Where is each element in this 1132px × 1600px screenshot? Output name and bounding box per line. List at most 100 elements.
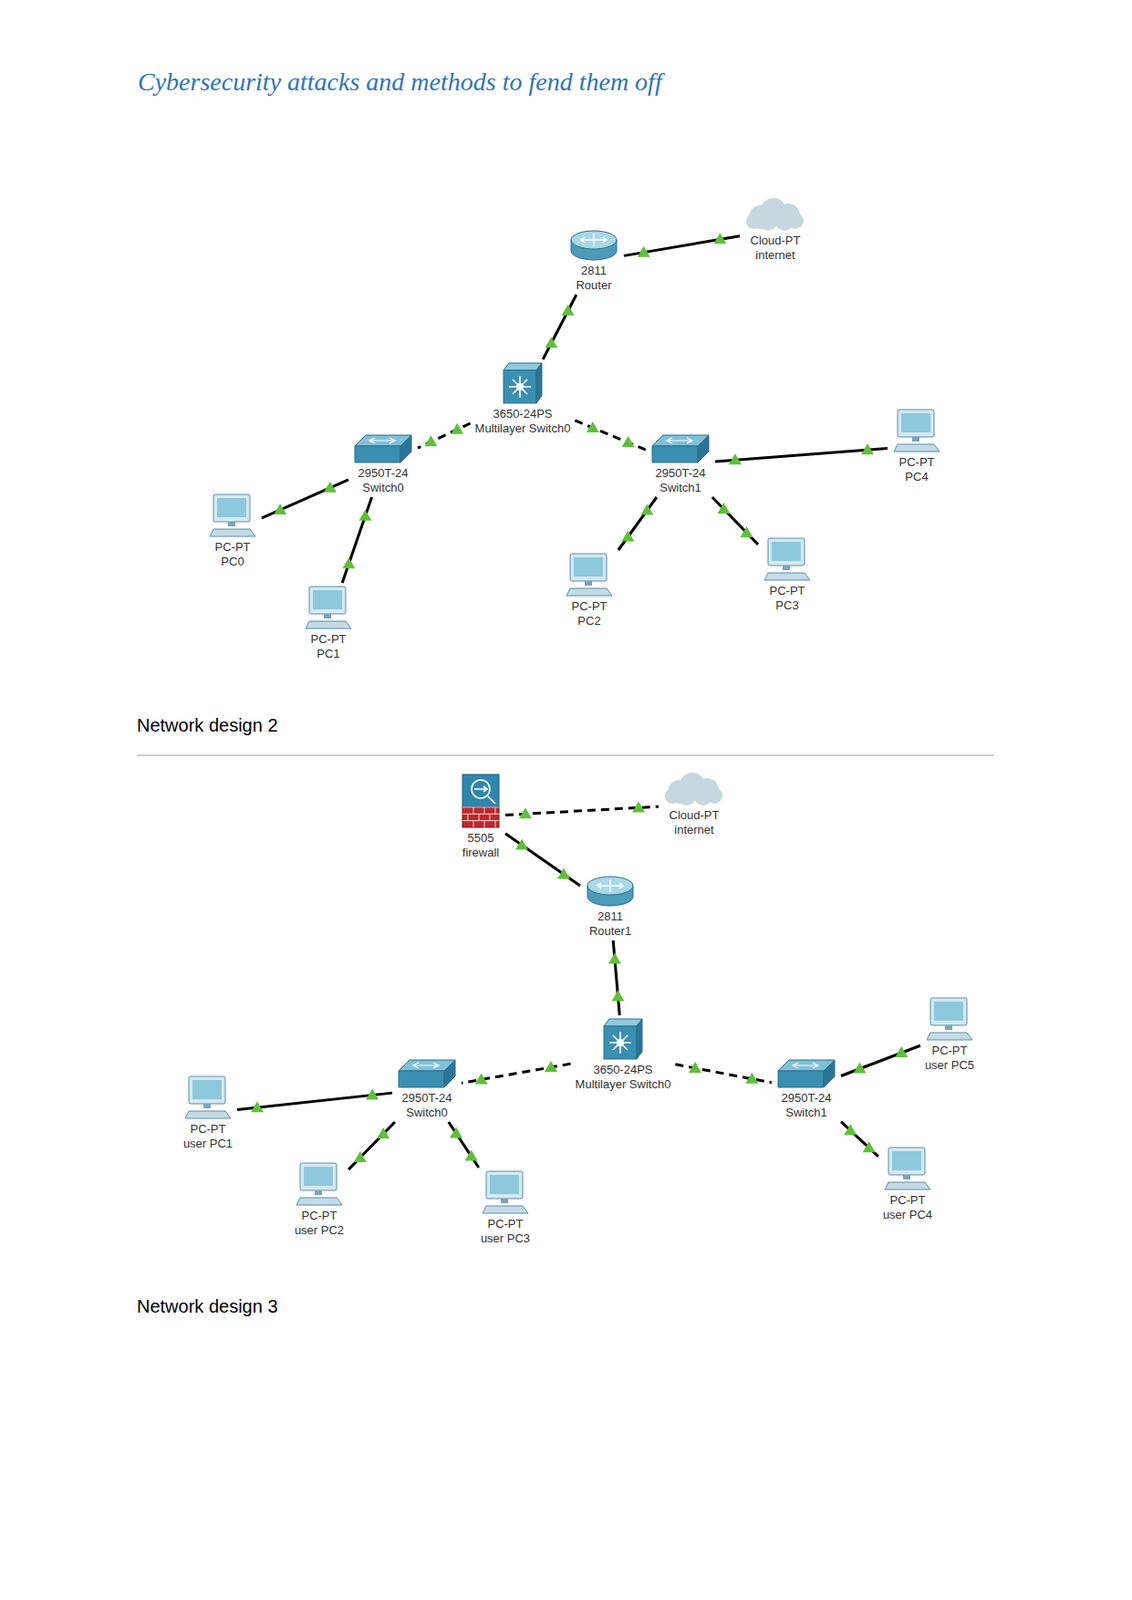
cloud-puff [677, 787, 696, 806]
link-light [515, 838, 529, 850]
switch-side [444, 1059, 456, 1088]
network-device: PC-PTPC3 [759, 536, 815, 613]
firewall-arrows [474, 786, 496, 804]
switch-icon [353, 433, 414, 465]
network-link [542, 294, 577, 360]
device-label: Switch0 [362, 480, 405, 496]
switch-front [652, 446, 698, 463]
link-light [273, 503, 287, 515]
device-label: Switch0 [405, 1105, 448, 1121]
network-link [715, 447, 888, 462]
pc-icon [762, 536, 812, 582]
device-label: PC2 [577, 613, 601, 629]
link-light [475, 1072, 489, 1084]
device-label: PC-PT [889, 1193, 925, 1208]
link-light [862, 1141, 876, 1153]
link-light [637, 246, 651, 258]
monitor-stand [903, 1174, 911, 1180]
brick-line [484, 820, 486, 828]
link-light [894, 1046, 908, 1058]
device-label: 2811 [581, 263, 607, 279]
device-label: 2950T-24 [781, 1090, 832, 1106]
link-light [450, 423, 464, 435]
link-light [250, 1100, 264, 1112]
device-label: user PC3 [480, 1231, 530, 1247]
router-icon [584, 874, 636, 908]
network-device: PC-PTuser PC2 [291, 1161, 347, 1238]
ml-icon [501, 361, 544, 406]
link-light [544, 336, 558, 348]
device-label: firewall [462, 845, 499, 861]
link-light [544, 1060, 558, 1072]
network-link [261, 479, 349, 519]
link-light [561, 304, 575, 316]
monitor-screen [303, 1166, 333, 1186]
monitor-frame [897, 409, 935, 437]
network-device: PC-PTuser PC4 [880, 1145, 935, 1223]
cloud-icon [663, 771, 726, 807]
link-light [449, 1127, 463, 1139]
keyboard [305, 621, 352, 629]
brick-line [495, 820, 497, 828]
device-label: 3650-24PS [492, 406, 552, 422]
link-light [353, 1151, 367, 1163]
link-light [861, 443, 874, 455]
monitor-screen [312, 590, 343, 610]
link-light [745, 1072, 759, 1084]
monitor-screen [192, 1080, 222, 1100]
device-label: PC-PT [487, 1216, 523, 1232]
switch-arrows [666, 437, 693, 444]
switch-front [778, 1070, 824, 1088]
network-device: PC-PTPC0 [205, 492, 260, 570]
monitor-screen [934, 1001, 964, 1021]
link-light [853, 1062, 867, 1074]
network-link [712, 497, 759, 545]
keyboard [185, 1111, 231, 1119]
brick-line [462, 820, 499, 821]
link-light [843, 1123, 857, 1135]
device-label: Cloud-PT [750, 233, 801, 249]
link-light [713, 232, 727, 244]
network-link [448, 1121, 479, 1168]
ml-core [616, 1038, 624, 1047]
device-label: PC4 [904, 469, 928, 485]
device-label: PC-PT [769, 583, 806, 599]
link-light [323, 481, 337, 493]
monitor-stand [323, 613, 332, 619]
router-arrows [581, 233, 607, 247]
device-label: PC-PT [899, 455, 935, 470]
monitor-frame [768, 538, 805, 566]
network-link [841, 1121, 879, 1157]
link-light [688, 1061, 702, 1073]
network-device: 2950T-24Switch1 [647, 433, 714, 496]
device-label: user PC2 [294, 1223, 344, 1238]
network-link [505, 833, 581, 886]
device-label: internet [674, 822, 714, 838]
brick-line [462, 807, 499, 809]
device-label: Router1 [589, 924, 632, 939]
device-label: PC-PT [301, 1208, 337, 1224]
pc-icon [892, 407, 942, 454]
cloud-puff [758, 212, 778, 231]
router-icon [568, 228, 620, 262]
keyboard [209, 529, 256, 537]
switch-icon [396, 1058, 457, 1090]
firewall-bricks [462, 807, 499, 828]
switch-icon [650, 433, 711, 465]
device-label: user PC5 [924, 1058, 975, 1073]
ml-side [536, 363, 542, 404]
keyboard [296, 1197, 343, 1205]
network-device: 3650-24PSMultilayer Switch0 [572, 1017, 675, 1092]
ml-top [603, 1018, 643, 1027]
keyboard [926, 1032, 973, 1040]
device-label: Switch1 [659, 480, 702, 496]
device-label: PC-PT [571, 599, 608, 614]
network-link [675, 1064, 772, 1083]
monitor-frame [300, 1163, 337, 1191]
switch-side [400, 435, 412, 463]
monitor-frame [570, 553, 607, 582]
pc-icon [294, 1161, 344, 1207]
